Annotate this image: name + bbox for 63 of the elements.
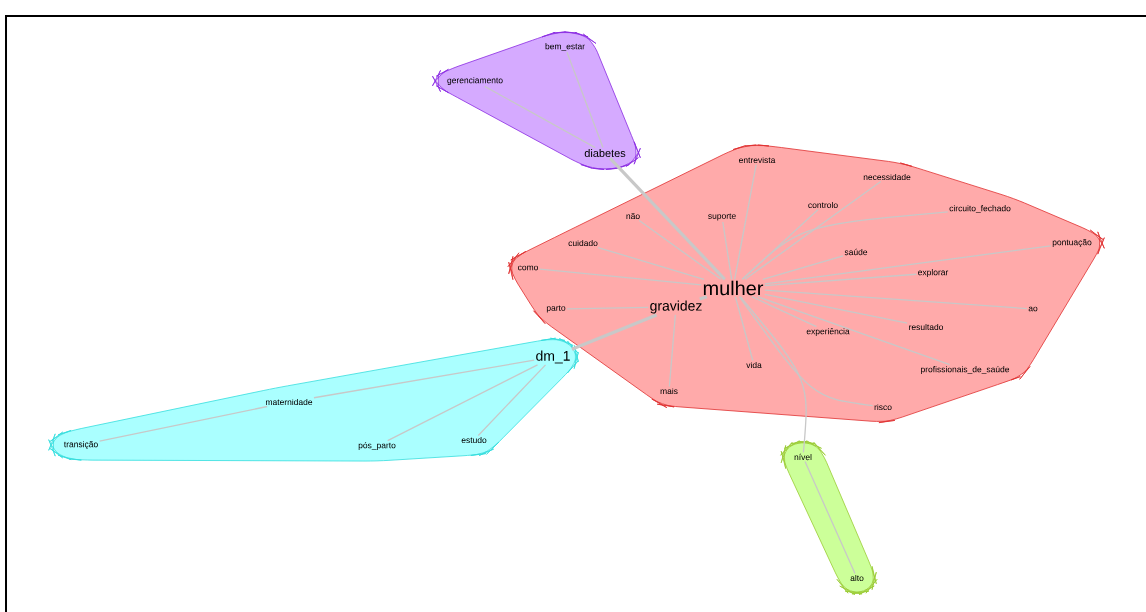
- connector-line: [804, 460, 856, 575]
- connector-line: [751, 296, 818, 328]
- connector-line: [734, 296, 754, 362]
- word-label: risco: [874, 403, 892, 411]
- word-label: estudo: [461, 436, 487, 444]
- connector-line: [387, 364, 539, 442]
- word-label: ao: [1028, 306, 1038, 312]
- word-label: pontuação: [1052, 239, 1092, 247]
- connector-line: [638, 219, 722, 280]
- word-label: diabetes: [584, 149, 626, 157]
- connector-line: [762, 255, 844, 280]
- cluster-region: [432, 31, 641, 170]
- word-label: gerenciamento: [447, 77, 503, 85]
- connector-line: [764, 293, 908, 324]
- connector-line: [484, 85, 596, 149]
- connector-line: [734, 163, 757, 280]
- word-label: necessidade: [863, 173, 911, 181]
- word-label: experiência: [806, 328, 850, 336]
- connector-line: [739, 296, 807, 454]
- word-label: vida: [746, 361, 762, 369]
- connector-line: [668, 314, 676, 388]
- connector-line: [764, 245, 1052, 285]
- word-label: controlo: [808, 201, 838, 209]
- connector-line: [757, 296, 951, 366]
- word-label: como: [518, 265, 538, 271]
- cluster-region: [507, 144, 1105, 424]
- cluster-region: [48, 337, 579, 462]
- word-label: suporte: [708, 213, 736, 221]
- connector-line: [738, 296, 874, 407]
- connector-line: [597, 246, 705, 280]
- word-label: saúde: [844, 248, 868, 256]
- word-label: explorar: [918, 269, 949, 277]
- word-label: dm_1: [536, 350, 570, 364]
- connector-line: [477, 364, 547, 437]
- word-label: bem_estar: [545, 43, 585, 51]
- word-label: circuito_fechado: [949, 205, 1011, 213]
- word-label: não: [626, 212, 640, 220]
- connector-line: [741, 211, 949, 280]
- word-label: cuidado: [568, 239, 598, 247]
- word-label: profissionais_de_saúde: [921, 366, 1010, 374]
- connector-line: [744, 180, 882, 280]
- connector-line: [609, 157, 726, 281]
- connector-line: [98, 405, 268, 442]
- cluster-region: [780, 440, 878, 596]
- word-label: resultado: [909, 323, 944, 331]
- word-label: maternidade: [266, 398, 313, 406]
- connector-line: [699, 295, 708, 301]
- word-label: mais: [660, 387, 678, 395]
- word-label: transição: [63, 441, 98, 449]
- word-label: pós_parto: [358, 442, 396, 450]
- word-label: alto: [850, 574, 864, 582]
- word-label: entrevista: [739, 156, 776, 164]
- word-label: mulher: [703, 280, 764, 296]
- connector-line: [722, 221, 733, 280]
- connector-line: [313, 359, 535, 399]
- connector-line: [566, 51, 604, 149]
- connector-line: [539, 268, 702, 286]
- word-label: gravidez: [650, 300, 702, 314]
- connector-line: [566, 306, 649, 310]
- word-label: nível: [794, 453, 812, 461]
- connector-line: [764, 289, 1028, 310]
- word-label: parto: [546, 305, 566, 313]
- connector-line: [764, 273, 917, 287]
